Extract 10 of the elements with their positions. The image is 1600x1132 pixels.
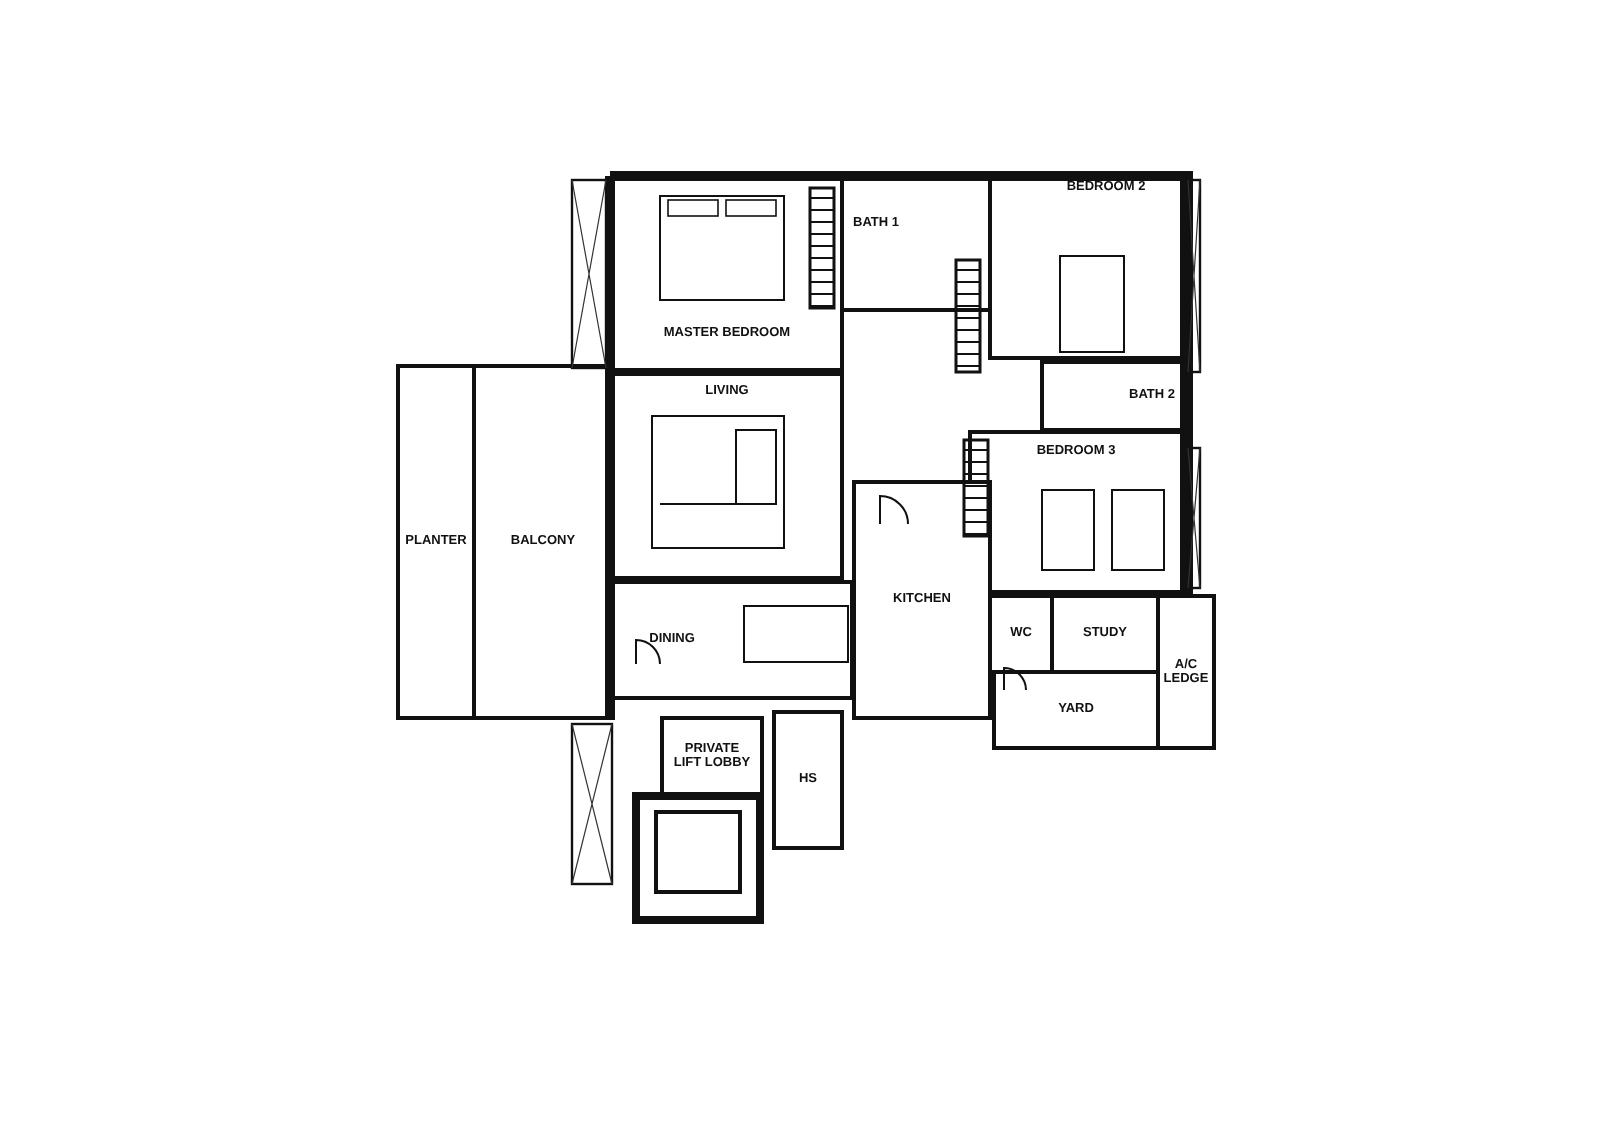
- room-outline: [610, 372, 844, 580]
- room-outline: [852, 480, 992, 720]
- room-outline: [992, 670, 1160, 750]
- room-outline: [1040, 360, 1184, 432]
- room-outline: [610, 580, 854, 700]
- room-outline: [660, 716, 764, 796]
- room-outline: [1156, 594, 1216, 750]
- room-outline: [988, 176, 1184, 360]
- room-outline: [396, 364, 476, 720]
- room-outline: [772, 710, 844, 850]
